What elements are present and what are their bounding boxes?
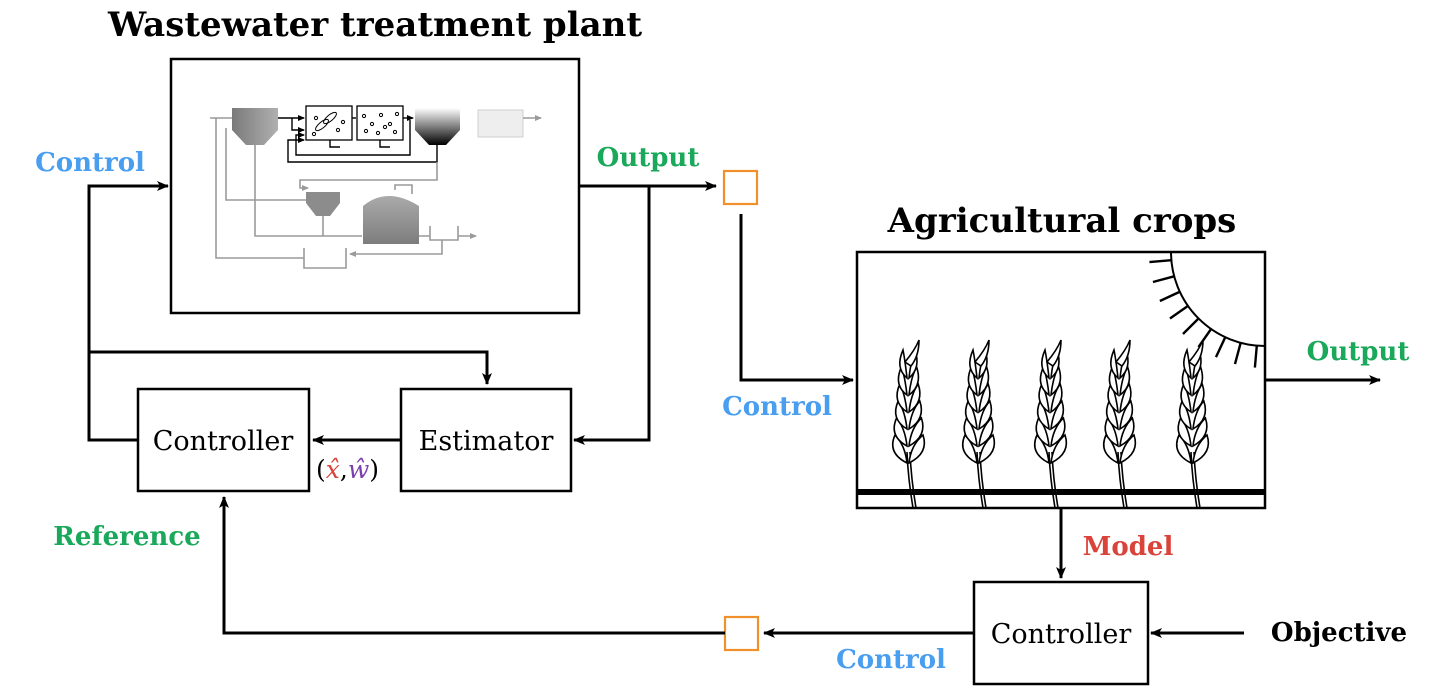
sun-ray [1253,345,1259,368]
loop-controller: Controller [136,387,311,493]
wwtp-block [169,57,581,315]
sun-ray [1152,275,1175,284]
estimator: Estimator [399,387,573,493]
wheat-icon [1175,339,1210,509]
crops-output-label: Output [1307,337,1410,367]
estimate-label: (x̂,ŵ) [316,455,379,484]
estimator-label: Estimator [419,426,554,457]
wheat-icon [1102,339,1137,509]
sun-ray [1169,304,1189,320]
sun-icon [1149,251,1266,368]
sun-ray [1214,336,1227,358]
sun-ray [1233,342,1242,365]
sun-ray [1159,290,1181,303]
objective-label: Objective [1271,618,1407,648]
crops-control-label: Control [722,392,832,422]
crops-title: Agricultural crops [887,201,1237,241]
supervisor-control-label: Control [836,645,946,675]
reference-label: Reference [53,522,200,552]
wwtp-title: Wastewater treatment plant [107,5,642,45]
wwtp-output-label: Output [597,143,700,173]
sampler-square-top [722,169,759,206]
sun-ray [1182,317,1200,335]
reference-wire [219,496,725,635]
model-label: Model [1083,532,1174,562]
crops-block [855,250,1267,510]
wwtp-schematic [210,105,542,269]
control-wire [87,181,169,442]
control-to-estimator-wire [89,350,492,385]
loop-controller-label: Controller [153,426,294,457]
sun-ray [1149,258,1172,264]
wheat-row [891,339,1210,509]
sampler-square-bottom [723,615,760,652]
wheat-icon [961,339,996,509]
supervisor-controller: Controller [972,580,1150,686]
wheat-icon [891,339,926,509]
wheat-icon [1033,339,1068,509]
crops-control-wire [739,214,854,385]
measurement-wire [573,186,651,445]
supervisor-controller-label: Controller [991,619,1132,650]
wwtp-control-label: Control [35,148,145,178]
